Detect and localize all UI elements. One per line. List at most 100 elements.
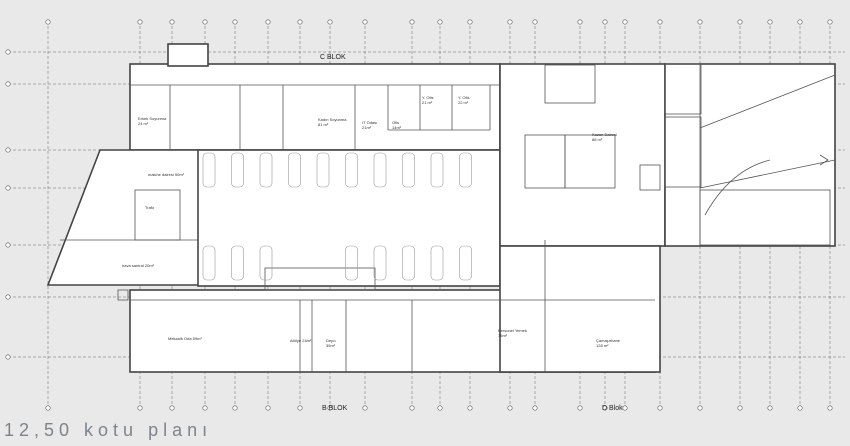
room-personel-yemek: Personel Yemek 75m² bbox=[498, 328, 527, 338]
room-atolye: Atölye 24m² bbox=[290, 338, 312, 343]
room-erkek-soyunma: Erkek Soyunma 24 m² bbox=[138, 116, 167, 126]
grid-bubble-top bbox=[602, 19, 608, 25]
parked-car bbox=[430, 152, 444, 188]
plan-title: 12,50 kotu planı bbox=[4, 420, 213, 440]
building-fill bbox=[46, 43, 836, 373]
grid-column-markers bbox=[5, 19, 833, 411]
parked-car bbox=[288, 152, 301, 188]
grid-bubble-top bbox=[827, 19, 833, 25]
grid-bubble-top bbox=[265, 19, 271, 25]
parked-car bbox=[373, 152, 387, 188]
parked-car bbox=[459, 245, 472, 281]
grid-bubble-top bbox=[622, 19, 628, 25]
parked-car bbox=[459, 152, 472, 188]
parked-car bbox=[402, 152, 415, 188]
room-kazan-dairesi: Kazan Dairesi 88 m² bbox=[592, 132, 617, 142]
grid-bubble-top bbox=[767, 19, 773, 25]
parked-car bbox=[345, 245, 358, 281]
room-makine-dairesi: makine dairesi 50m² bbox=[148, 172, 185, 177]
room-kadin-soyunma: Kadın Soyunma 81 m² bbox=[318, 117, 347, 127]
grid-bubble-bottom bbox=[507, 405, 513, 411]
grid-bubble-top bbox=[737, 19, 743, 25]
grid-bubble-left bbox=[5, 185, 11, 191]
parked-car bbox=[373, 245, 387, 281]
room-y-ofis-1: Y. Ofis 21 m² bbox=[422, 95, 434, 105]
grid-bubble-bottom bbox=[577, 405, 583, 411]
grid-bubble-bottom bbox=[467, 405, 473, 411]
grid-bubble-bottom bbox=[45, 405, 51, 411]
grid-bubble-bottom bbox=[297, 405, 303, 411]
grid-bubble-bottom bbox=[232, 405, 238, 411]
parked-car bbox=[316, 152, 330, 188]
grid-bubble-top bbox=[577, 19, 583, 25]
grid-bubble-top bbox=[467, 19, 473, 25]
stair-core-top bbox=[167, 43, 209, 67]
room-ofis: Ofis 14m² bbox=[392, 120, 402, 130]
parked-car bbox=[402, 245, 415, 281]
grid-bubble-bottom bbox=[437, 405, 443, 411]
grid-bubble-top bbox=[232, 19, 238, 25]
grid-bubble-top bbox=[45, 19, 51, 25]
grid-bubble-bottom bbox=[737, 405, 743, 411]
parked-car bbox=[259, 245, 273, 281]
room-depo: Depo 35m² bbox=[326, 338, 336, 348]
b-block-label: B BLOK bbox=[322, 405, 348, 412]
parked-car bbox=[202, 245, 216, 281]
d-block-area bbox=[499, 245, 661, 373]
grid-bubble-bottom bbox=[137, 405, 143, 411]
parking-cars bbox=[202, 152, 472, 281]
room-trafo: Trafo bbox=[145, 205, 155, 210]
grid-bubble-left bbox=[5, 81, 11, 87]
grid-bubble-top bbox=[202, 19, 208, 25]
grid-bubble-bottom bbox=[327, 405, 333, 411]
grid-bubble-bottom bbox=[622, 405, 628, 411]
grid-bubble-top bbox=[797, 19, 803, 25]
grid-bubble-top bbox=[507, 19, 513, 25]
grid-bubble-bottom bbox=[767, 405, 773, 411]
east-core bbox=[499, 63, 666, 247]
grid-bubble-top bbox=[409, 19, 415, 25]
grid-bubble-bottom bbox=[657, 405, 663, 411]
room-camasirhane: Çamaşırhane 128 m² bbox=[596, 338, 621, 348]
far-east-block bbox=[664, 63, 836, 247]
grid-bubble-top bbox=[327, 19, 333, 25]
interior-walls bbox=[60, 63, 836, 372]
grid-bubble-top bbox=[137, 19, 143, 25]
grid-bubble-bottom bbox=[202, 405, 208, 411]
grid-bubble-left bbox=[5, 49, 11, 55]
grid-bubble-bottom bbox=[602, 405, 608, 411]
grid-bubble-top bbox=[437, 19, 443, 25]
grid-bubble-bottom bbox=[362, 405, 368, 411]
c-block-label: C BLOK bbox=[320, 54, 346, 61]
parking-hall bbox=[197, 149, 501, 287]
room-hava-santral: hava santral 20m² bbox=[122, 263, 155, 268]
c-block-service-wing bbox=[129, 63, 501, 151]
d-block-label: D Blok bbox=[602, 405, 623, 412]
parked-car bbox=[345, 152, 358, 188]
parked-car bbox=[259, 152, 273, 188]
grid-bubble-top bbox=[697, 19, 703, 25]
parked-car bbox=[202, 152, 216, 188]
room-mekanik-oda: Mekanik Oda 59m² bbox=[168, 336, 202, 341]
grid-bubble-bottom bbox=[827, 405, 833, 411]
grid-bubble-left bbox=[5, 354, 11, 360]
grid-bubble-bottom bbox=[697, 405, 703, 411]
grid-bubble-bottom bbox=[169, 405, 175, 411]
parked-car bbox=[231, 245, 244, 281]
grid-bubble-left bbox=[5, 147, 11, 153]
grid-bubble-left bbox=[5, 294, 11, 300]
parked-car bbox=[231, 152, 244, 188]
room-it-odasi: IT Odası 21m² bbox=[362, 120, 378, 130]
parked-car bbox=[430, 245, 444, 281]
room-y-ofis-2: Y. Ofis 22 m² bbox=[458, 95, 470, 105]
grid-bubble-top bbox=[169, 19, 175, 25]
grid-bubble-top bbox=[657, 19, 663, 25]
grid-bubble-bottom bbox=[532, 405, 538, 411]
grid-bubble-top bbox=[532, 19, 538, 25]
grid-bubble-left bbox=[5, 242, 11, 248]
grid-bubble-bottom bbox=[797, 405, 803, 411]
grid-bubble-bottom bbox=[409, 405, 415, 411]
grid-bubble-top bbox=[362, 19, 368, 25]
grid-bubble-top bbox=[297, 19, 303, 25]
